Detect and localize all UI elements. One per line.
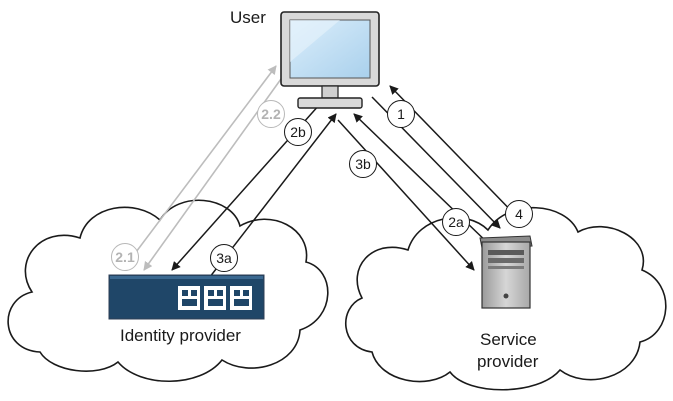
step-2b-marker: 2b [284, 118, 312, 146]
service-provider-label-line2: provider [477, 352, 539, 371]
step-3a-marker: 3a [210, 244, 238, 272]
arrow-step-2a [353, 113, 493, 248]
user-label: User [230, 8, 266, 27]
user-monitor-icon [280, 11, 380, 109]
step-2-2-marker: 2.2 [257, 100, 285, 128]
step-4-marker: 4 [505, 200, 533, 228]
service-provider-label-line1: Service [480, 330, 537, 349]
identity-provider-label: Identity provider [120, 326, 241, 345]
arrow-step-3b [337, 119, 475, 271]
identity-provider-appliance-icon [108, 274, 265, 320]
step-2-1-marker: 2.1 [111, 243, 139, 271]
arrow-step-2-1 [123, 65, 277, 269]
server-icon [479, 235, 533, 309]
step-3b-marker: 3b [349, 150, 377, 178]
step-2a-marker: 2a [442, 208, 470, 236]
step-1-marker: 1 [387, 100, 415, 128]
